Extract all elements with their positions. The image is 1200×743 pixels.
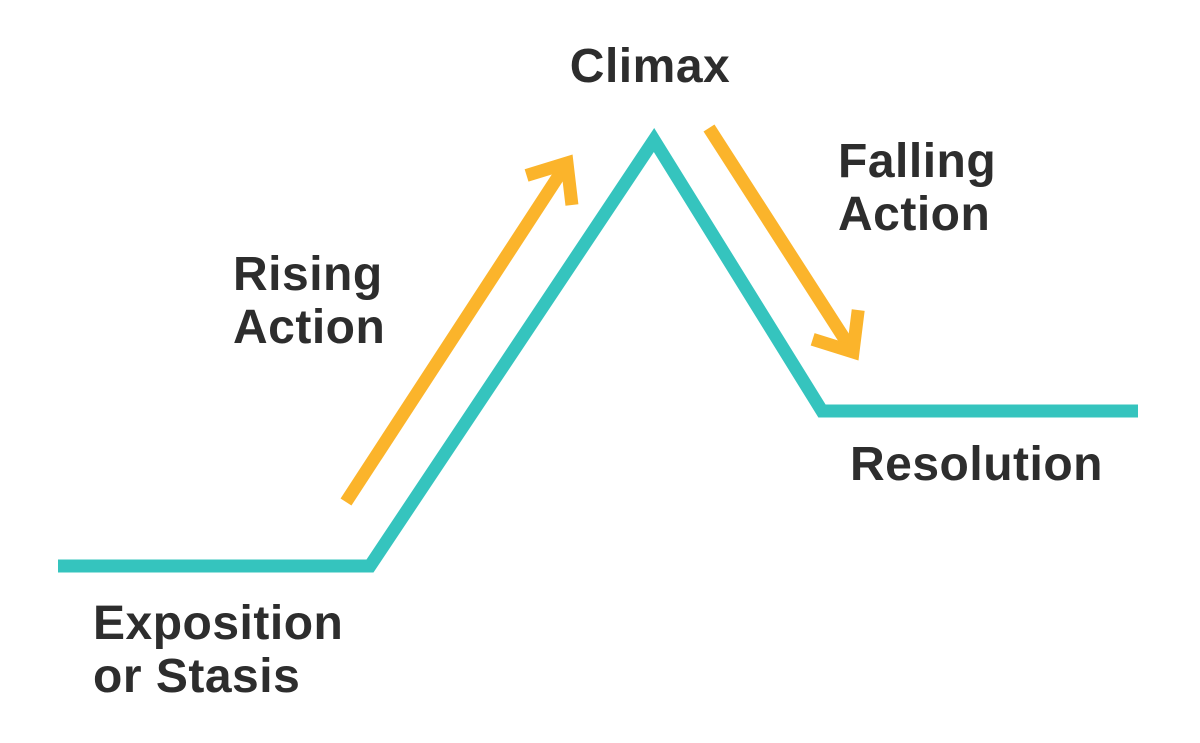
rising-action-label: Rising Action <box>233 248 386 354</box>
falling-action-arrow <box>703 124 865 361</box>
exposition-label: Exposition or Stasis <box>93 597 344 703</box>
rising-action-arrow <box>340 154 579 506</box>
plot-line <box>58 127 1138 573</box>
resolution-label: Resolution <box>850 438 1103 491</box>
climax-label: Climax <box>569 40 731 93</box>
falling-action-label: Falling Action <box>838 135 997 241</box>
